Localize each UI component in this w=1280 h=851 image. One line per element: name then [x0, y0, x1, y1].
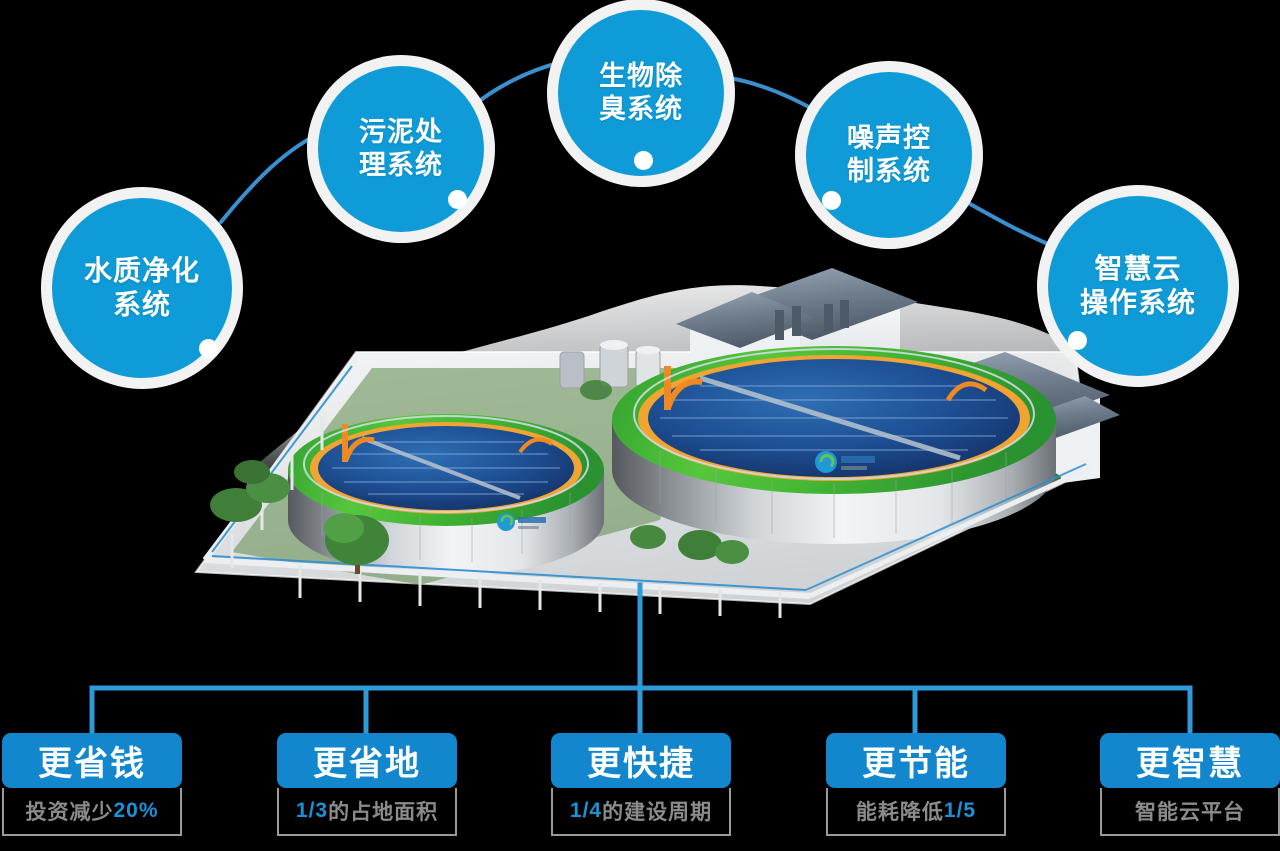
node-dot-icon [1068, 331, 1087, 350]
node-label: 智慧云 操作系统 [1068, 252, 1208, 320]
card-sub-accent: 1/3 [295, 799, 329, 822]
node-line1: 污泥处 [359, 117, 443, 148]
node-bio-deodorization[interactable]: 生物除 臭系统 [558, 10, 724, 176]
node-dot-icon [448, 190, 467, 209]
tank-logo-right [815, 451, 875, 473]
card-sub-accent: 1/5 [943, 799, 977, 822]
arc-3-4 [728, 76, 820, 114]
node-water-purification[interactable]: 水质净化 系统 [52, 198, 232, 378]
arc-2-3 [468, 60, 564, 110]
card-subtitle: 智能云平台 [1100, 788, 1280, 836]
node-label: 水质净化 系统 [72, 254, 212, 322]
arc-1-2 [219, 130, 324, 224]
card-smarter[interactable]: 更智慧 智能云平台 [1100, 733, 1280, 836]
bracket [89, 582, 1193, 736]
secondary-clarifier-tank [612, 346, 1056, 544]
card-title: 更节能 [826, 733, 1006, 788]
card-title: 更省地 [277, 733, 457, 788]
node-line1: 噪声控 [847, 123, 931, 154]
card-title: 更快捷 [551, 733, 731, 788]
primary-clarifier-tank [288, 414, 604, 576]
node-line1: 水质净化 [83, 254, 200, 286]
card-sub-accent: 1/4 [569, 799, 603, 822]
card-title: 更省钱 [2, 733, 182, 788]
node-noise-control[interactable]: 噪声控 制系统 [806, 72, 972, 238]
card-sub-pre: 智能云平台 [1135, 801, 1245, 824]
node-label: 噪声控 制系统 [835, 122, 943, 188]
card-title: 更智慧 [1100, 733, 1280, 788]
node-label: 生物除 臭系统 [587, 60, 695, 126]
arc-4-5 [961, 198, 1050, 246]
node-sludge-treatment[interactable]: 污泥处 理系统 [318, 66, 484, 232]
node-dot-icon [199, 339, 218, 358]
tank-logo-left [497, 513, 546, 531]
node-line2: 制系统 [847, 156, 931, 186]
card-sub-pre: 投资减少 [25, 801, 114, 824]
node-dot-icon [822, 191, 841, 210]
node-dot-icon [634, 151, 653, 170]
equipment-silos [559, 340, 661, 389]
vegetation [210, 380, 749, 574]
card-sub-accent: 20% [113, 799, 159, 822]
node-line2: 臭系统 [599, 94, 683, 124]
node-line1: 生物除 [599, 61, 683, 92]
card-sub-post: 的建设周期 [602, 801, 713, 824]
node-smart-cloud-os[interactable]: 智慧云 操作系统 [1048, 196, 1228, 376]
node-line2: 系统 [112, 289, 171, 320]
node-line2: 操作系统 [1079, 287, 1196, 318]
node-line2: 理系统 [359, 150, 443, 180]
card-sub-post: 的占地面积 [328, 801, 439, 824]
node-line1: 智慧云 [1094, 252, 1182, 284]
node-label: 污泥处 理系统 [347, 116, 455, 182]
card-sub-pre: 能耗降低 [855, 801, 944, 824]
perimeter-fence [202, 358, 1092, 618]
